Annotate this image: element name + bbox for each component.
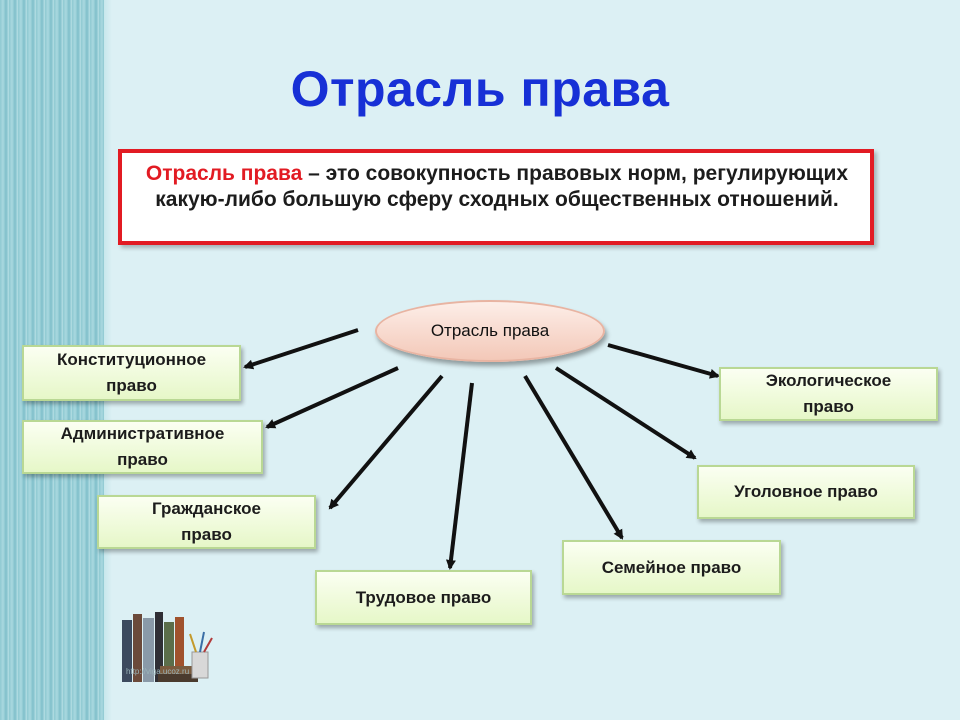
branch-civil: Гражданское право	[97, 495, 316, 549]
branch-label: Конституционное право	[32, 347, 232, 399]
arrow-to-constitutional	[245, 330, 358, 367]
branch-labour: Трудовое право	[315, 570, 532, 625]
branch-family: Семейное право	[562, 540, 781, 595]
arrow-to-ecological	[608, 345, 718, 376]
branch-constitutional: Конституционное право	[22, 345, 241, 401]
branch-label: Уголовное право	[734, 479, 878, 505]
branch-ecological: Экологическое право	[719, 367, 938, 421]
arrow-to-administrative	[267, 368, 398, 427]
books-illustration	[118, 608, 222, 698]
branch-administrative: Административное право	[22, 420, 263, 474]
center-node-label: Отрасль права	[430, 318, 550, 344]
arrow-to-civil	[330, 376, 442, 508]
center-node: Отрасль права	[375, 300, 605, 362]
branch-label: Трудовое право	[356, 585, 492, 611]
arrow-to-labour	[450, 383, 472, 568]
footer-url: http://viga.ucoz.ru	[126, 667, 189, 676]
branch-label: Гражданское право	[127, 496, 287, 548]
branch-label: Административное право	[38, 421, 248, 473]
branch-criminal: Уголовное право	[697, 465, 915, 519]
arrow-to-criminal	[556, 368, 695, 458]
branch-label: Экологическое право	[739, 368, 919, 420]
branch-label: Семейное право	[602, 555, 742, 581]
